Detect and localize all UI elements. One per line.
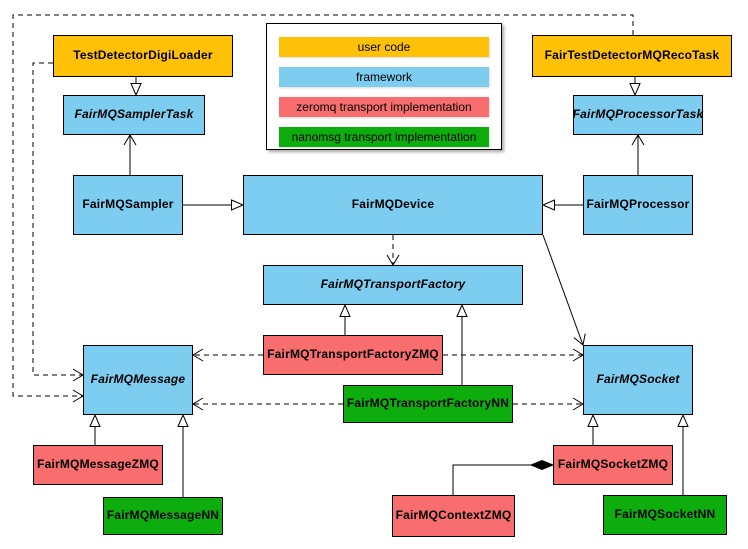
legend: user code framework zeromq transport imp… (266, 23, 502, 150)
node-fairmq-device: FairMQDevice (243, 175, 543, 235)
node-fairmq-message-nn: FairMQMessageNN (103, 497, 223, 535)
legend-item-user-code: user code (279, 37, 489, 57)
node-fairmq-message-zmq: FairMQMessageZMQ (33, 445, 163, 485)
node-fairmq-processor-task: FairMQProcessorTask (573, 95, 703, 135)
node-fairmq-context-zmq: FairMQContextZMQ (392, 495, 515, 537)
legend-label: zeromq transport implementation (296, 100, 472, 114)
node-label: FairMQDevice (351, 197, 435, 212)
edge-assoc-device-socket (542, 234, 586, 346)
node-label: FairMQTransportFactoryZMQ (267, 347, 439, 362)
node-label: FairMQSocketZMQ (557, 457, 669, 472)
node-fairmq-sampler-task: FairMQSamplerTask (63, 95, 205, 135)
node-label: FairMQSocket (596, 372, 680, 387)
node-fairmq-socket-nn: FairMQSocketNN (603, 495, 727, 535)
node-fairmq-socket-zmq: FairMQSocketZMQ (553, 445, 673, 485)
node-label: FairMQTransportFactoryNN (346, 396, 510, 411)
legend-label: nanomsg transport implementation (291, 130, 477, 144)
node-label: FairMQTransportFactory (320, 277, 466, 292)
node-label: FairMQProcessorTask (572, 107, 704, 122)
legend-item-nanomsg: nanomsg transport implementation (279, 127, 489, 147)
node-fairmq-socket: FairMQSocket (583, 345, 693, 415)
node-fairmq-transport-factory: FairMQTransportFactory (263, 265, 523, 305)
edge-comp-contextzmq-socketzmq (452, 465, 553, 495)
node-test-detector-digi-loader: TestDetectorDigiLoader (53, 35, 233, 77)
node-label: FairMQMessageNN (106, 508, 220, 523)
node-fairmq-message: FairMQMessage (83, 345, 193, 415)
legend-item-framework: framework (279, 67, 489, 87)
node-label: FairMQContextZMQ (395, 508, 512, 523)
node-label: FairTestDetectorMQRecoTask (544, 48, 720, 63)
node-label: FairMQMessage (90, 372, 186, 387)
node-label: FairMQSocketNN (614, 507, 716, 522)
node-fair-test-detector-mq-reco-task: FairTestDetectorMQRecoTask (532, 35, 732, 77)
node-fairmq-transport-factory-nn: FairMQTransportFactoryNN (343, 385, 513, 423)
edge-dep-recotask-message (12, 14, 634, 403)
node-label: TestDetectorDigiLoader (73, 48, 213, 63)
edge-dep-digiloader-message (32, 62, 84, 382)
node-fairmq-transport-factory-zmq: FairMQTransportFactoryZMQ (263, 335, 443, 375)
node-label: FairMQProcessor (586, 197, 690, 212)
node-label: FairMQSampler (82, 197, 174, 212)
node-label: FairMQSamplerTask (74, 107, 194, 122)
node-label: FairMQMessageZMQ (37, 457, 159, 472)
node-fairmq-sampler: FairMQSampler (73, 175, 183, 235)
legend-item-zeromq: zeromq transport implementation (279, 97, 489, 117)
legend-label: user code (357, 40, 411, 54)
legend-label: framework (355, 70, 412, 84)
node-fairmq-processor: FairMQProcessor (583, 175, 693, 235)
